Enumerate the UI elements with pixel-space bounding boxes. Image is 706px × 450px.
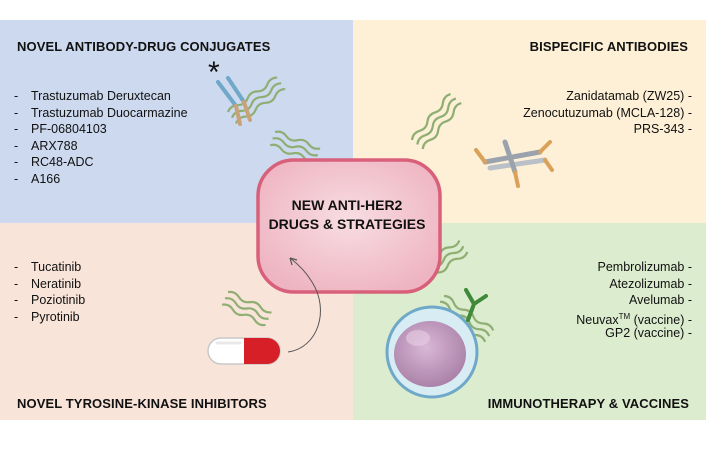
neuvax-note: (vaccine) [630,312,685,327]
adc-drug-list: Trastuzumab Deruxtecan Trastuzumab Duoca… [14,88,188,188]
list-item-neuvax: NeuvaxTM (vaccine) [576,309,692,327]
receptor-bottom-left [221,290,272,327]
adc-title: NOVEL ANTIBODY-DRUG CONJUGATES [17,39,271,54]
trademark-mark: TM [618,311,631,321]
list-item: PRS-343 [523,121,692,138]
list-item: RC48-ADC [14,154,188,171]
cell-membrane [256,158,442,294]
immuno-title: IMMUNOTHERAPY & VACCINES [487,396,689,411]
adc-antibody-icon [216,76,252,126]
list-item: PF-06804103 [14,121,188,138]
arrow-icon [287,257,321,353]
pill-icon [207,337,281,365]
list-item: Poziotinib [14,292,85,309]
neuvax-name: Neuvax [576,312,619,327]
list-item: Zanidatamab (ZW25) [523,88,692,105]
tki-title: NOVEL TYROSINE-KINASE INHIBITORS [17,396,267,411]
list-item: Tucatinib [14,259,85,276]
bispecific-title: BISPECIFIC ANTIBODIES [529,39,688,54]
list-item: Pyrotinib [14,309,85,326]
list-item: Trastuzumab Deruxtecan [14,88,188,105]
center-title: NEW ANTI-HER2 DRUGS & STRATEGIES [262,196,432,234]
list-item: Neratinib [14,276,85,293]
tki-drug-list: Tucatinib Neratinib Poziotinib Pyrotinib [14,259,85,325]
list-item: A166 [14,171,188,188]
receptor-top-right [410,92,462,150]
immuno-drug-list: Pembrolizumab Atezolizumab Avelumab Neuv… [576,259,692,342]
bispecific-antibody-icon [474,139,554,188]
list-item: ARX788 [14,138,188,155]
list-item: Pembrolizumab [576,259,692,276]
list-item: Avelumab [576,292,692,309]
center-title-line-2: DRUGS & STRATEGIES [268,216,426,232]
receptor-top-left [226,76,286,124]
asterisk-icon: * [208,56,220,89]
list-item: Zenocutuzumab (MCLA-128) [523,105,692,122]
list-item: Trastuzumab Duocarmazine [14,105,188,122]
list-item: Atezolizumab [576,276,692,293]
immune-cell-icon [385,288,488,399]
list-item: GP2 (vaccine) [576,325,692,342]
center-title-line-1: NEW ANTI-HER2 [291,197,403,213]
bispecific-drug-list: Zanidatamab (ZW25) Zenocutuzumab (MCLA-1… [523,88,692,138]
